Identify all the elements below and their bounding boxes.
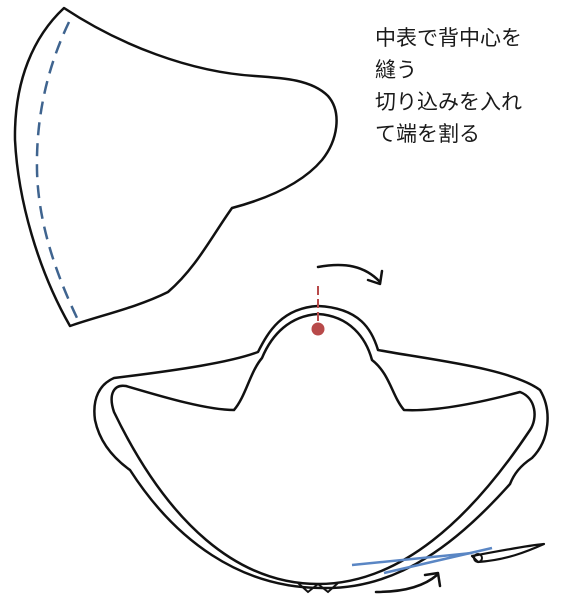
seam-guide-line-2 [383,546,493,575]
mask-assembled-inner-outline [110,312,536,586]
turn-arrow-bottom [374,573,439,594]
instruction-line: 切り込みを入れ [375,90,522,114]
tip-hole [473,553,483,563]
turn-arrow-bottom-head [423,571,442,588]
instruction-line: 縫う [375,58,417,82]
instruction-line: て端を割る [375,122,480,146]
seam-guide-line-1 [351,551,473,567]
bottom-notch-mark [297,582,339,594]
stitch-line [35,21,80,321]
turn-arrow-top [316,263,382,284]
turn-arrow-top-head [366,269,384,286]
instruction-line: 中表で背中心を [375,26,522,50]
mask-assembled-outer-outline [93,304,549,590]
pin-head [311,322,325,336]
mask-panel-outline [13,6,338,328]
instruction-text: 中表で背中心を 縫う 切り込みを入れ て端を割る [375,22,587,150]
mask-tip-outline [470,542,546,564]
